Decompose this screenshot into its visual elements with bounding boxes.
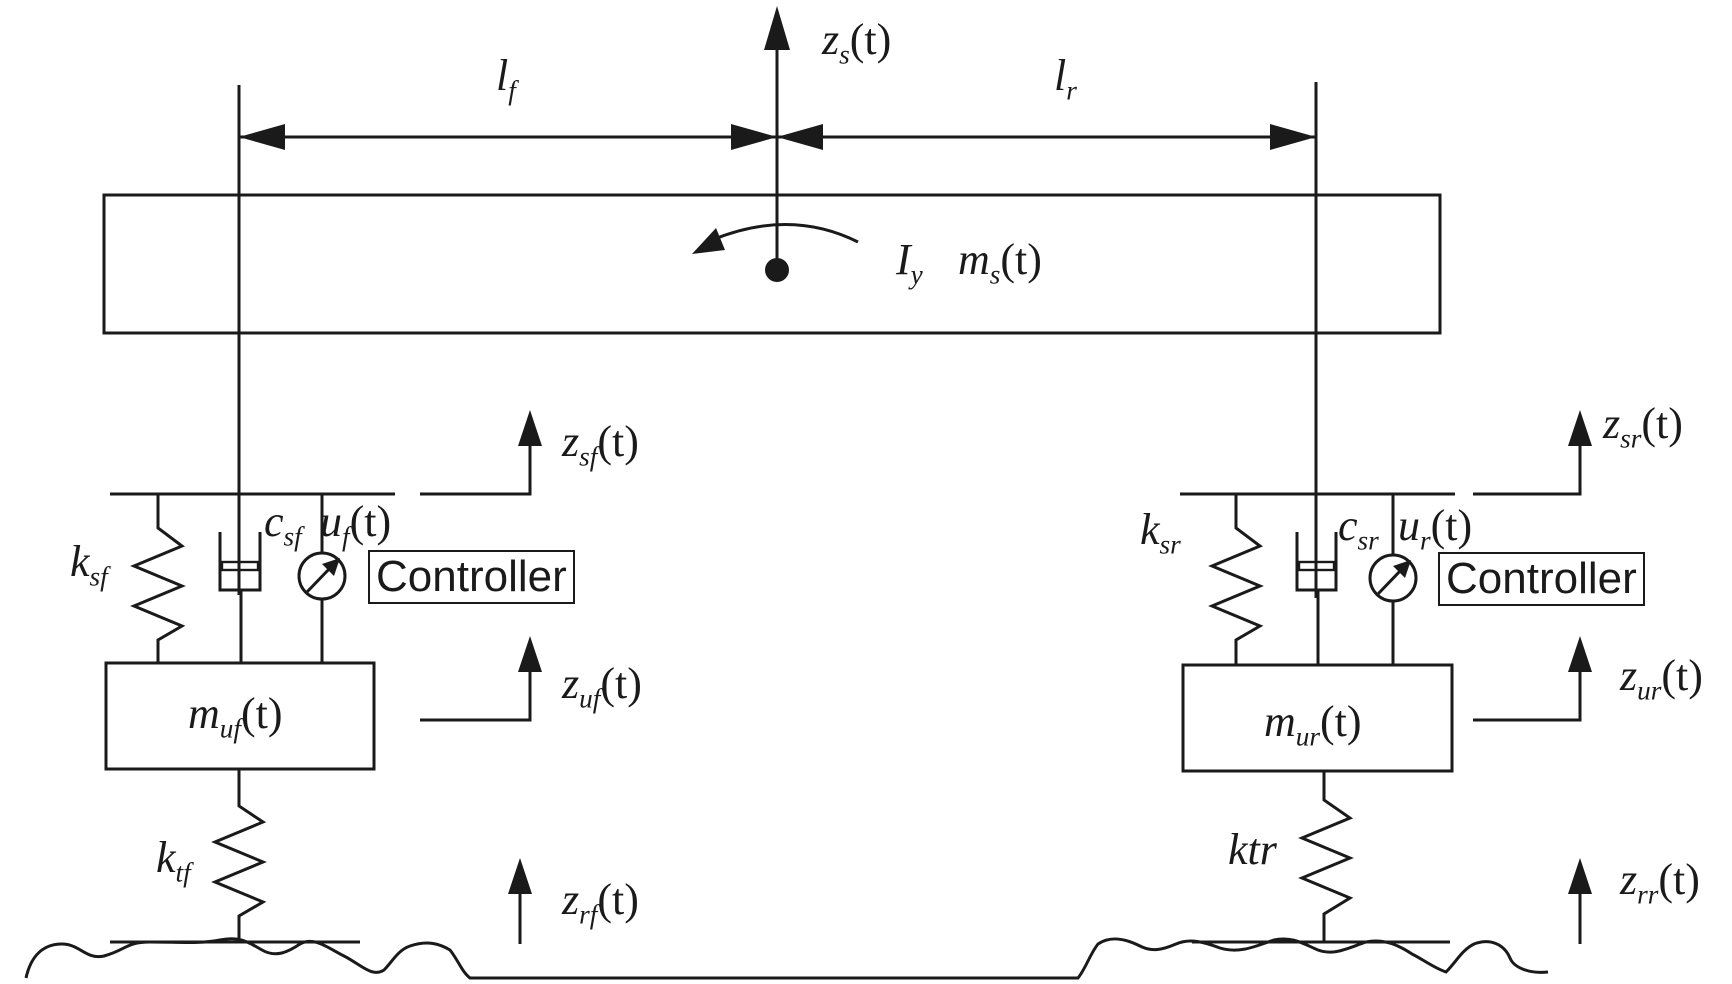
csr-label: csr [1338,501,1379,556]
lf-arrow-right [731,124,777,150]
zsf-arrow-line [420,440,532,496]
pitch-arrowhead [692,228,725,254]
lf-label: lf [496,51,516,106]
sprung-mass-body [102,193,1442,335]
zsr-arrow-line [1473,440,1582,496]
front-tire-spring-ktf [211,769,267,942]
front-spring-ksf [130,494,186,662]
zrr-label: zrr(t) [1620,855,1700,910]
ktr-label: ktr [1228,825,1277,874]
zsr-arrowhead [1568,410,1592,446]
lr-label: lr [1054,51,1077,106]
front-actuator-arrowhead [322,558,340,576]
ur-label: ur(t) [1398,501,1473,556]
front-controller-box: Controller [368,550,575,604]
rear-tire-spring-ktr [1298,771,1354,942]
zrf-label: zrf(t) [562,875,639,930]
ksr-label: ksr [1140,505,1181,560]
zuf-arrowhead [518,636,542,672]
ksf-label: ksf [70,537,108,592]
rear-actuator-arrowhead [1393,560,1411,578]
lr-arrow-left [777,124,823,150]
front-damper-piston [220,560,260,572]
zur-arrow-line [1473,668,1582,722]
muf-label: muf(t) [188,689,283,744]
Iy-label: Iy [896,235,923,290]
uf-label: uf(t) [320,497,392,552]
front-actuator-needle [304,564,334,595]
road-profile [24,937,1549,980]
zsf-arrowhead [518,410,542,446]
rear-spring-ksr [1208,494,1264,664]
rear-controller-box: Controller [1438,552,1645,606]
lr-arrow-right [1270,124,1316,150]
mur-label: mur(t) [1264,697,1362,752]
rear-actuator-needle [1375,566,1405,597]
zs-arrowhead [764,6,790,50]
zrf-arrowhead [508,858,532,894]
center-of-mass-dot [765,258,789,282]
rear-damper-piston [1297,560,1336,572]
lf-arrow-left [239,124,285,150]
zuf-arrow-line [420,668,532,722]
zrr-arrowhead [1568,858,1592,894]
zs-label: zs(t) [822,15,892,70]
ktf-label: ktf [156,833,191,888]
pitch-rotation-arrow [711,223,859,244]
ms-label: ms(t) [958,235,1042,290]
rear-unsprung-mass [1181,663,1454,773]
zur-label: zur(t) [1620,651,1703,706]
csf-label: csf [264,497,302,552]
zsr-label: zsr(t) [1603,399,1683,454]
zur-arrowhead [1568,636,1592,672]
zsf-label: zsf(t) [562,417,639,472]
zuf-label: zuf(t) [562,659,642,714]
